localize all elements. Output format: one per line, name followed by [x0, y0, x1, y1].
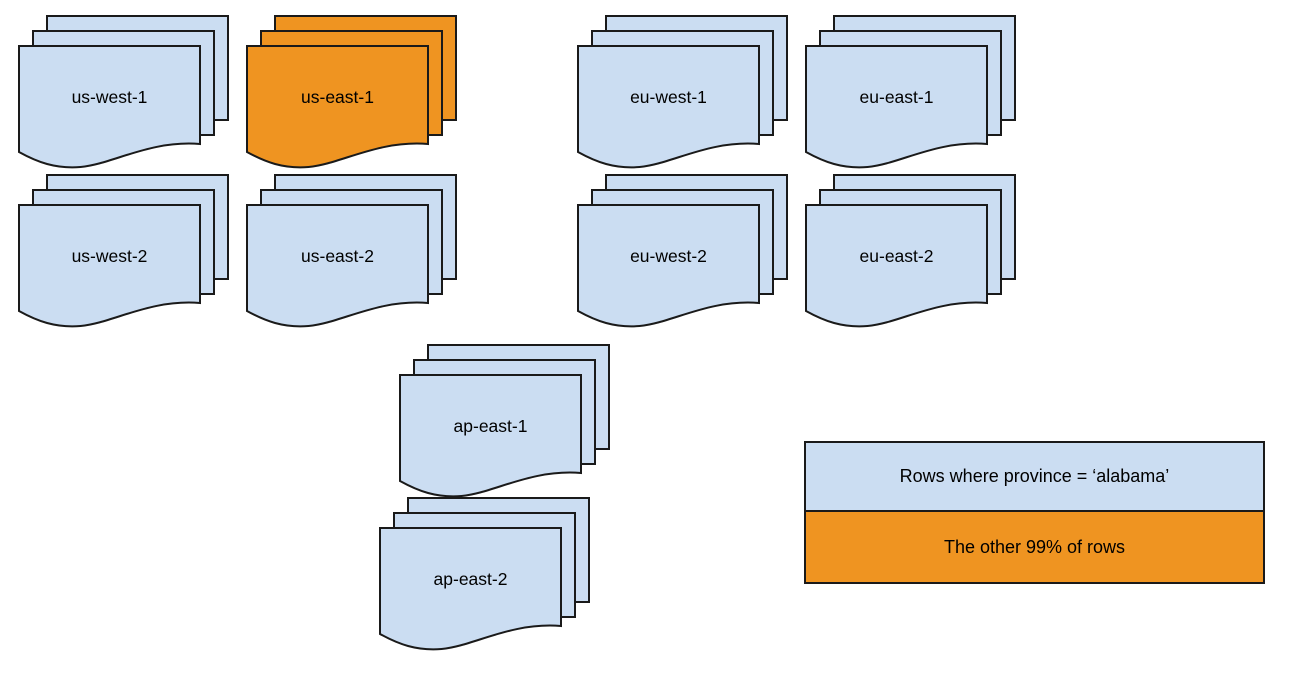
- stack-shape-eu-east-2: [805, 174, 1016, 328]
- region-stack-ap-east-1[interactable]: ap-east-1: [399, 344, 613, 505]
- stack-shape-eu-west-2: [577, 174, 788, 328]
- region-stack-us-west-2[interactable]: us-west-2: [18, 174, 232, 335]
- stack-shape-us-east-1: [246, 15, 457, 169]
- stack-shape-us-east-2: [246, 174, 457, 328]
- region-stack-eu-west-2[interactable]: eu-west-2: [577, 174, 791, 335]
- stack-shape-eu-east-1: [805, 15, 1016, 169]
- stack-shape-ap-east-2: [379, 497, 590, 651]
- sheet-front-us-east-2: [246, 204, 429, 328]
- sheet-front-eu-west-2: [577, 204, 760, 328]
- sheet-front-us-west-1: [18, 45, 201, 169]
- legend-row-legend-orange: The other 99% of rows: [806, 512, 1263, 582]
- region-stack-eu-east-2[interactable]: eu-east-2: [805, 174, 1019, 335]
- sheet-front-ap-east-2: [379, 527, 562, 651]
- legend: Rows where province = ‘alabama’ The other…: [804, 441, 1265, 584]
- region-stack-us-west-1[interactable]: us-west-1: [18, 15, 232, 176]
- legend-label-legend-orange: The other 99% of rows: [943, 536, 1126, 557]
- region-stack-us-east-1[interactable]: us-east-1: [246, 15, 460, 176]
- stack-shape-ap-east-1: [399, 344, 610, 498]
- legend-row-legend-blue: Rows where province = ‘alabama’: [806, 443, 1263, 512]
- region-stack-eu-west-1[interactable]: eu-west-1: [577, 15, 791, 176]
- region-stack-eu-east-1[interactable]: eu-east-1: [805, 15, 1019, 176]
- stack-shape-eu-west-1: [577, 15, 788, 169]
- sheet-front-ap-east-1: [399, 374, 582, 498]
- legend-label-legend-blue: Rows where province = ‘alabama’: [899, 466, 1170, 486]
- sheet-front-eu-west-1: [577, 45, 760, 169]
- region-stack-us-east-2[interactable]: us-east-2: [246, 174, 460, 335]
- stack-shape-us-west-1: [18, 15, 229, 169]
- sheet-front-eu-east-1: [805, 45, 988, 169]
- sheet-front-eu-east-2: [805, 204, 988, 328]
- region-stack-ap-east-2[interactable]: ap-east-2: [379, 497, 593, 658]
- sheet-front-us-west-2: [18, 204, 201, 328]
- stack-shape-us-west-2: [18, 174, 229, 328]
- sheet-front-us-east-1: [246, 45, 429, 169]
